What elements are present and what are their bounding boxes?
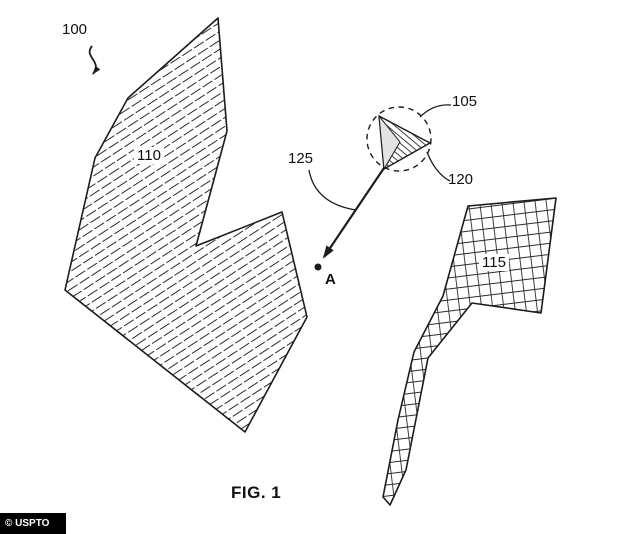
ref-label-120: 120 [448, 171, 474, 188]
leader-line-120 [426, 151, 451, 182]
ref-label-115: 115 [479, 254, 509, 271]
figure-caption: FIG. 1 [231, 483, 282, 502]
shape-105-triangle [378, 114, 431, 171]
leader-line-105 [419, 104, 452, 118]
shape-115-crosshatched-polygon [382, 197, 557, 506]
detail-circle-105 [366, 106, 432, 172]
leader-line-125 [308, 169, 357, 211]
triangle-inner-facet [378, 114, 401, 171]
ref-label-110: 110 [134, 147, 164, 164]
leader-arrow-100 [88, 45, 101, 75]
point-a-label: A [325, 271, 336, 288]
uspto-watermark: © USPTO [0, 513, 66, 534]
shape-110-hatched-polygon [64, 17, 308, 433]
ref-label-125: 125 [288, 150, 314, 167]
ref-label-105: 105 [452, 93, 478, 110]
ref-label-100: 100 [62, 21, 88, 38]
point-a-dot [314, 263, 322, 271]
arrow-125 [322, 167, 385, 259]
